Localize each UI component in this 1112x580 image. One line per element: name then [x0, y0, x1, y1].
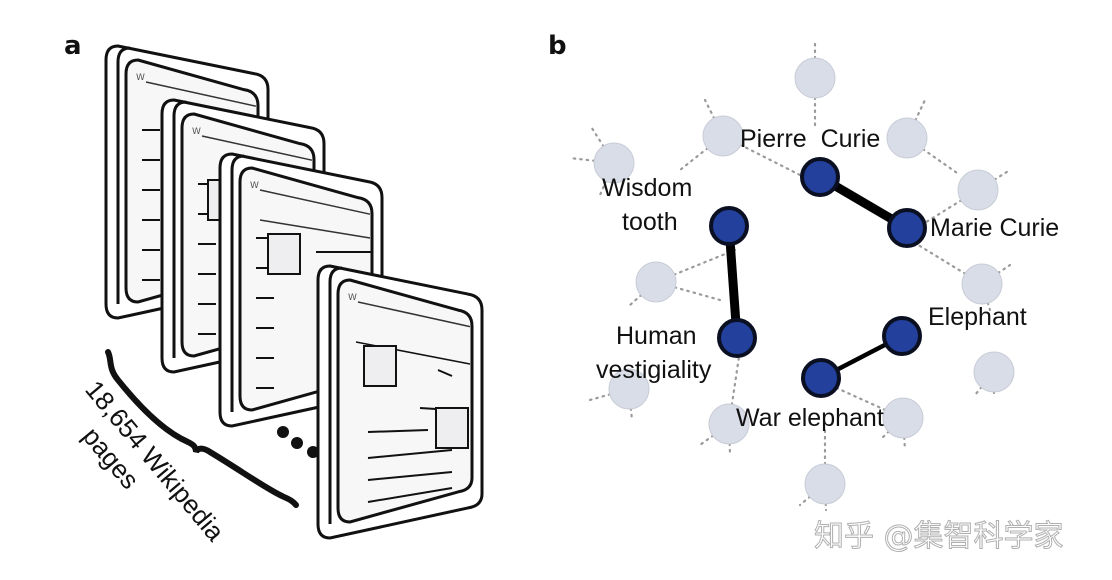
- dotted-edge: [678, 134, 725, 172]
- background-node: [886, 117, 928, 159]
- label-wisdom: Wisdom: [602, 174, 692, 202]
- highlighted-edges: [724, 172, 912, 381]
- background-node: [957, 169, 999, 211]
- wikipedia-logo-icon: W: [250, 181, 259, 191]
- background-node: [794, 57, 836, 99]
- node-war: [801, 358, 841, 398]
- page-text-line: [367, 471, 453, 481]
- background-edges: [568, 38, 1012, 512]
- page-text-line: [367, 487, 453, 503]
- page-count-label: 18,654 Wikipedia pages: [77, 375, 231, 547]
- dotted-edge: [905, 136, 962, 177]
- dotted-edge: [901, 416, 907, 452]
- page-edge: [116, 46, 131, 304]
- dotted-edge: [654, 280, 722, 302]
- page-screen: [336, 278, 474, 524]
- page-image-box: [435, 407, 469, 449]
- label-vestigiality: vestigiality: [596, 356, 712, 384]
- label-elephant: Elephant: [928, 303, 1027, 331]
- background-node: [593, 142, 635, 184]
- background-node: [702, 115, 744, 157]
- node-human: [717, 318, 757, 358]
- page-text-line: [367, 449, 453, 459]
- wikipedia-logo-icon: W: [348, 293, 357, 303]
- page-image-box: [363, 345, 397, 387]
- background-node: [608, 368, 650, 410]
- wikipedia-logo-icon: W: [192, 127, 201, 137]
- dotted-edge: [878, 416, 905, 442]
- page-text-line: [259, 219, 371, 239]
- panel-a-label: a: [64, 31, 82, 61]
- curly-brace: [105, 349, 299, 508]
- label-tooth: tooth: [622, 208, 678, 236]
- ellipsis-dots: [277, 426, 319, 458]
- page-text-line: [367, 429, 429, 433]
- label-marie-curie: Marie Curie: [930, 214, 1059, 242]
- panel-b-label: b: [548, 31, 567, 61]
- background-nodes: [593, 57, 1015, 505]
- node-marie: [887, 208, 927, 248]
- background-node: [804, 463, 846, 505]
- wikipedia-pages-stack: W W W W: [104, 44, 484, 540]
- label-war-elephant: War elephant: [736, 404, 884, 432]
- node-elephant: [882, 316, 922, 356]
- wikipedia-page: W: [316, 264, 484, 540]
- page-header-line: [201, 135, 313, 161]
- page-header-line: [145, 81, 257, 107]
- page-header-line: [259, 189, 371, 215]
- node-pierre: [800, 157, 840, 197]
- node-wisdom: [709, 206, 749, 246]
- background-node: [882, 397, 924, 439]
- page-edge: [172, 100, 187, 358]
- page-image-box: [267, 233, 301, 275]
- page-header-line: [357, 301, 471, 328]
- page-edge: [328, 266, 343, 524]
- wikipedia-logo-icon: W: [136, 73, 145, 83]
- page-edge: [230, 154, 245, 412]
- watermark: 知乎 @集智科学家: [814, 519, 1064, 554]
- label-human: Human: [616, 322, 697, 350]
- background-node: [708, 403, 750, 445]
- background-node: [961, 263, 1003, 305]
- label-pierre-curie: Pierre Curie: [740, 125, 880, 153]
- page-text-line: [437, 369, 453, 377]
- background-node: [973, 351, 1015, 393]
- highlighted-nodes: [709, 157, 927, 398]
- background-node: [635, 261, 677, 303]
